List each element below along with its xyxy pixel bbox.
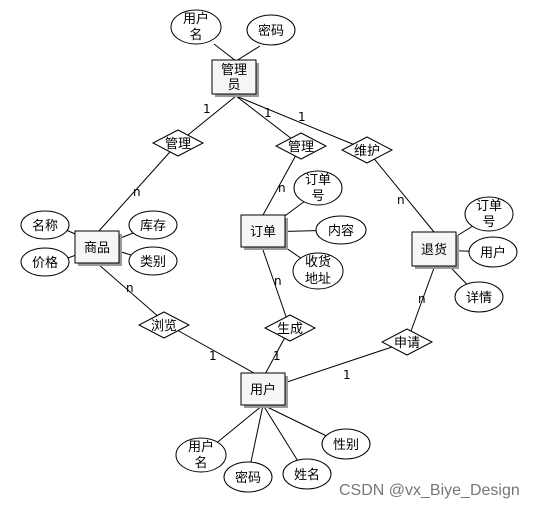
relationship-browse-label: 浏览 xyxy=(151,318,177,334)
attribute-order-number-line1: 订单 xyxy=(305,173,331,188)
relationship-generate-label: 生成 xyxy=(277,322,303,337)
attribute-user-gender-label: 性别 xyxy=(333,438,359,453)
attribute-order-address[interactable]: 收货 地址 xyxy=(292,252,344,290)
entity-return[interactable]: 退货 xyxy=(411,231,459,269)
attribute-order-content-label: 内容 xyxy=(328,223,354,239)
relationship-browse[interactable]: 浏览 xyxy=(137,311,191,339)
cardinality-user-generate: 1 xyxy=(273,349,281,363)
relationship-maintain-return-label: 维护 xyxy=(354,144,380,159)
attribute-order-number-line2: 号 xyxy=(311,189,324,204)
attribute-user-name[interactable]: 姓名 xyxy=(282,458,332,490)
attribute-return-order-number-line2: 号 xyxy=(482,215,495,230)
attribute-product-name[interactable]: 名称 xyxy=(20,210,70,240)
relationship-maintain-return[interactable]: 维护 xyxy=(340,136,394,164)
attribute-order-content[interactable]: 内容 xyxy=(315,215,367,245)
attribute-return-user-label: 用户 xyxy=(480,245,506,261)
entity-order-label: 订单 xyxy=(250,225,276,240)
attribute-product-category[interactable]: 类别 xyxy=(128,246,178,276)
entity-product-label: 商品 xyxy=(84,241,110,256)
attribute-order-address-line1: 收货 xyxy=(305,254,331,270)
relationship-generate[interactable]: 生成 xyxy=(263,314,317,342)
cardinality-labels: 1 n 1 n 1 n n 1 n 1 n 1 xyxy=(126,102,426,382)
cardinality-user-apply: 1 xyxy=(343,368,351,382)
attribute-return-order-number-line1: 订单 xyxy=(476,199,502,214)
attribute-user-name-label: 姓名 xyxy=(294,467,320,483)
attribute-order-address-line2: 地址 xyxy=(305,272,331,287)
relationship-apply[interactable]: 申请 xyxy=(380,328,434,356)
attribute-admin-username-line2: 名 xyxy=(189,27,202,43)
cardinality-return-maintain: n xyxy=(397,193,405,207)
cardinality-order-generate: n xyxy=(274,274,282,288)
attribute-return-user[interactable]: 用户 xyxy=(468,236,518,268)
attribute-product-price-label: 价格 xyxy=(32,255,58,271)
relationship-manage-order[interactable]: 管理 xyxy=(274,132,328,160)
attribute-product-price[interactable]: 价格 xyxy=(20,247,70,277)
attribute-admin-username-line1: 用户 xyxy=(183,11,209,27)
attribute-product-stock-label: 库存 xyxy=(140,218,166,234)
cardinality-product-manage: n xyxy=(133,185,141,199)
cardinality-user-browse: 1 xyxy=(209,349,217,363)
attribute-return-details-label: 详情 xyxy=(466,291,492,306)
relationship-manage-order-label: 管理 xyxy=(288,140,314,155)
entity-return-label: 退货 xyxy=(421,242,447,258)
entity-admin-label-line2: 员 xyxy=(227,78,240,93)
attribute-product-stock[interactable]: 库存 xyxy=(128,210,178,240)
attribute-product-name-label: 名称 xyxy=(32,218,58,234)
attribute-user-gender[interactable]: 性别 xyxy=(321,428,371,460)
relationship-manage-product[interactable]: 管理 xyxy=(151,129,205,157)
relationship-manage-product-label: 管理 xyxy=(165,137,191,152)
attribute-user-username-line1: 用户 xyxy=(188,439,214,455)
attribute-user-password[interactable]: 密码 xyxy=(223,461,273,493)
entity-user-label: 用户 xyxy=(250,382,276,398)
cardinality-product-browse: n xyxy=(126,281,134,295)
attribute-user-username-line2: 名 xyxy=(194,455,207,471)
cardinality-return-apply: n xyxy=(418,292,426,306)
attribute-product-category-label: 类别 xyxy=(140,255,166,270)
cardinality-admin-maintain: 1 xyxy=(298,110,306,124)
attribute-admin-username[interactable]: 用户 名 xyxy=(170,9,222,45)
attribute-user-username[interactable]: 用户 名 xyxy=(175,437,227,473)
attribute-return-details[interactable]: 详情 xyxy=(454,281,504,313)
cardinality-order-manage: n xyxy=(278,181,286,195)
attribute-admin-password[interactable]: 密码 xyxy=(246,14,296,46)
entity-product[interactable]: 商品 xyxy=(74,230,122,266)
entity-admin[interactable]: 管理 员 xyxy=(211,59,259,97)
attribute-admin-password-label: 密码 xyxy=(258,23,284,39)
attribute-return-order-number[interactable]: 订单 号 xyxy=(464,196,514,232)
entity-user[interactable]: 用户 xyxy=(240,372,288,408)
cardinality-admin-manage-product: 1 xyxy=(203,102,211,116)
cardinality-admin-manage-order: 1 xyxy=(264,106,272,120)
watermark: CSDN @vx_Biye_Design xyxy=(339,482,520,499)
attribute-user-password-label: 密码 xyxy=(235,470,261,486)
entity-admin-label-line1: 管理 xyxy=(221,63,247,78)
entity-order[interactable]: 订单 xyxy=(240,214,288,250)
relationship-apply-label: 申请 xyxy=(394,336,420,351)
attribute-order-number[interactable]: 订单 号 xyxy=(293,170,343,206)
